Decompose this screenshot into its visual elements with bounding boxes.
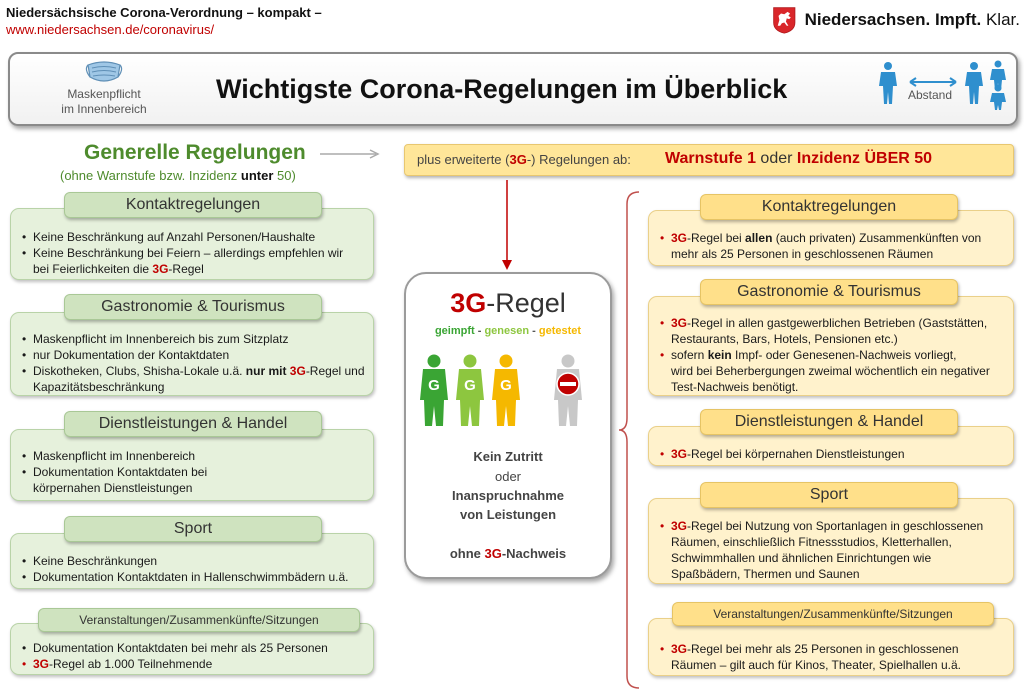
page-title: Wichtigste Corona-Regelungen im Überblic… — [216, 74, 788, 104]
card-line-or: oder — [494, 469, 522, 484]
extended-rules-label: plus erweiterte (3G-) Regelungen ab: — [417, 152, 631, 167]
right-gastro-heading: Gastronomie & Tourismus — [700, 279, 958, 305]
general-rules-subtitle: (ohne Warnstufe bzw. Inzidenz unter 50) — [60, 168, 296, 183]
mask-label-line-1: Maskenpflicht — [67, 87, 141, 101]
svg-text:G: G — [464, 377, 476, 394]
left-sport-box: Keine Beschränkungen Dokumentation Konta… — [10, 533, 374, 589]
left-gastro-box: Maskenpflicht im Innenbereich bis zum Si… — [10, 312, 374, 396]
list-item: 3G-Regel bei Nutzung von Sportanlagen in… — [659, 518, 983, 582]
list-item: Maskenpflicht im Innenbereich — [21, 448, 207, 464]
logo-wordmark: Niedersachsen. Impft. Klar. — [804, 10, 1020, 29]
3g-figures-illustration: G G G — [420, 354, 582, 426]
distance-icon — [879, 60, 1006, 110]
3g-rule-subtitle: geimpft - genesen - getestet — [434, 325, 582, 337]
list-item: Dokumentation Kontaktdaten bei mehr als … — [21, 640, 328, 656]
left-gastro-heading: Gastronomie & Tourismus — [64, 294, 322, 320]
svg-text:G: G — [500, 377, 512, 394]
right-sport-box: 3G-Regel bei Nutzung von Sportanlagen in… — [648, 498, 1014, 584]
threshold-label: Warnstufe 1 oder Inzidenz ÜBER 50 — [665, 150, 933, 167]
right-events-heading: Veranstaltungen/Zusammenkünfte/Sitzungen — [672, 602, 994, 626]
list-item: 3G-Regel bei mehr als 25 Personen in ges… — [659, 641, 961, 673]
extended-rules-banner: plus erweiterte (3G-) Regelungen ab: War… — [404, 144, 1014, 176]
card-line-no-entry: Kein Zutritt — [473, 449, 543, 464]
right-contact-heading: Kontaktregelungen — [700, 194, 958, 220]
right-sport-heading: Sport — [700, 482, 958, 508]
right-gastro-box: 3G-Regel in allen gastgewerblichen Betri… — [648, 296, 1014, 396]
right-brace-icon — [618, 191, 640, 689]
list-item: Maskenpflicht im Innenbereich bis zum Si… — [21, 331, 365, 347]
niedersachsen-logo: Niedersachsen. Impft. Klar. — [772, 2, 1020, 38]
left-contact-box: Keine Beschränkung auf Anzahl Personen/H… — [10, 208, 374, 280]
left-sport-heading: Sport — [64, 516, 322, 542]
left-events-heading: Veranstaltungen/Zusammenkünfte/Sitzungen — [38, 608, 360, 632]
left-services-heading: Dienstleistungen & Handel — [64, 411, 322, 437]
right-events-box: 3G-Regel bei mehr als 25 Personen in ges… — [648, 618, 1014, 676]
state-crest-icon — [773, 7, 796, 34]
left-services-box: Maskenpflicht im Innenbereich Dokumentat… — [10, 429, 374, 501]
3g-rule-title: 3G-Regel — [450, 288, 566, 318]
right-arrow-icon — [320, 149, 380, 159]
card-line-no-proof: ohne 3G-Nachweis — [449, 546, 567, 561]
tested-figure-icon: G — [492, 354, 520, 426]
document-title: Niedersächsische Corona-Verordnung – kom… — [6, 5, 322, 20]
down-arrow-icon — [502, 180, 512, 270]
no-entry-figure-icon — [554, 354, 582, 426]
list-item: 3G-Regel bei allen (auch privaten) Zusam… — [659, 230, 981, 262]
left-contact-heading: Kontaktregelungen — [64, 192, 322, 218]
source-url: www.niedersachsen.de/coronavirus/ — [6, 22, 215, 37]
svg-text:G: G — [428, 377, 440, 394]
list-item: Dokumentation Kontaktdaten beikörpernahe… — [21, 464, 207, 496]
vaccinated-figure-icon: G — [420, 354, 448, 426]
list-item: Keine Beschränkung bei Feiern – allerdin… — [21, 245, 343, 277]
list-item: nur Dokumentation der Kontaktdaten — [21, 347, 365, 363]
distance-label: Abstand — [908, 88, 953, 102]
list-item: Dokumentation Kontaktdaten in Hallenschw… — [21, 569, 349, 585]
list-item: Keine Beschränkung auf Anzahl Personen/H… — [21, 229, 343, 245]
card-line-services: von Leistungen — [459, 507, 557, 522]
right-services-heading: Dienstleistungen & Handel — [700, 409, 958, 435]
list-item: 3G-Regel ab 1.000 Teilnehmende — [21, 656, 328, 672]
mask-label-line-2: im Innenbereich — [61, 102, 147, 116]
list-item: 3G-Regel in allen gastgewerblichen Betri… — [659, 315, 990, 347]
general-rules-title: Generelle Regelungen — [84, 141, 306, 164]
list-item: 3G-Regel bei körpernahen Dienstleistunge… — [659, 446, 905, 462]
face-mask-icon — [85, 61, 123, 82]
mask-label: Maskenpflicht im Innenbereich — [52, 87, 156, 117]
list-item: Diskotheken, Clubs, Shisha-Lokale u.ä. n… — [21, 363, 365, 395]
list-item: sofern kein Impf- oder Genesenen-Nachwei… — [659, 347, 990, 395]
title-banner: Maskenpflicht im Innenbereich Wichtigste… — [8, 52, 1018, 126]
recovered-figure-icon: G — [456, 354, 484, 426]
card-line-claim: Inanspruchnahme — [452, 488, 564, 503]
3g-rule-card: 3G-Regel geimpft - genesen - getestet G … — [404, 272, 612, 579]
list-item: Keine Beschränkungen — [21, 553, 349, 569]
